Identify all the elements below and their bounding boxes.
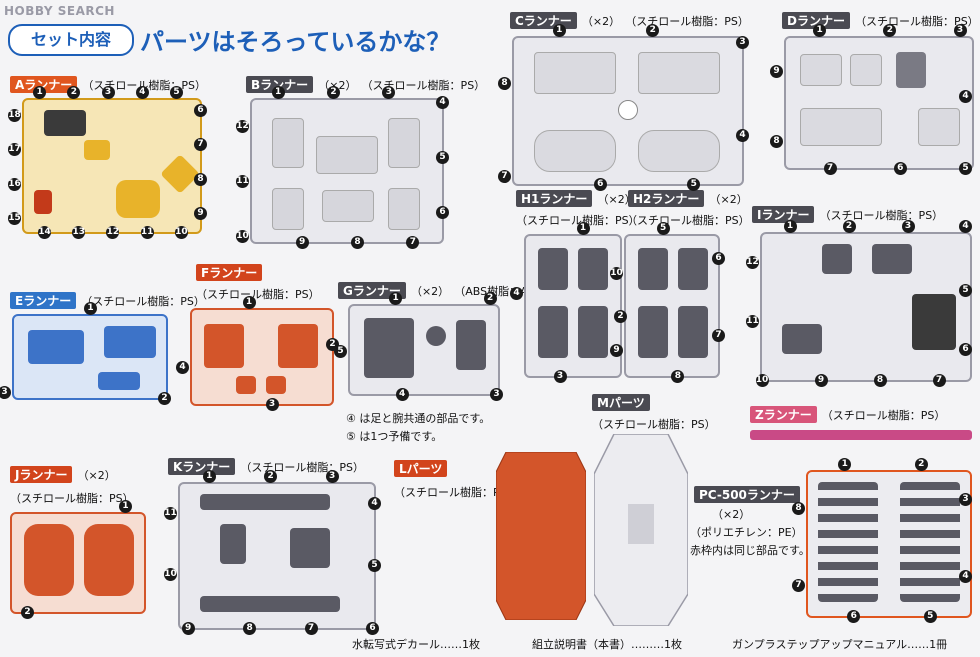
runner-z-material: （スチロール樹脂：PS）	[821, 409, 946, 422]
runner-b	[250, 98, 444, 244]
runner-d-material: （スチロール樹脂：PS）	[855, 15, 979, 28]
runner-j-material: （スチロール樹脂：PS）	[10, 492, 134, 505]
runner-j	[10, 512, 146, 614]
runner-pc-count: （×2）	[712, 508, 751, 521]
part-number-e-3: 3	[0, 386, 11, 399]
runner-h1-name: H1ランナー	[516, 190, 593, 207]
l-part	[495, 451, 587, 621]
m-parts-name: Mパーツ	[592, 394, 650, 411]
runner-c-header: Cランナー （×2） （スチロール樹脂：PS）	[510, 10, 749, 29]
runner-k-header: Kランナー （スチロール樹脂：PS）	[168, 456, 364, 475]
runner-a-material: （スチロール樹脂：PS）	[82, 79, 207, 92]
part-number-b-12: 12	[236, 119, 249, 133]
runner-d-header: Dランナー （スチロール樹脂：PS）	[782, 10, 979, 29]
runner-k-name: Kランナー	[168, 458, 236, 475]
runner-e-name: Eランナー	[10, 292, 77, 309]
runner-h1-material: （スチロール樹脂：PS）	[516, 214, 640, 227]
runner-h1	[524, 234, 622, 378]
runner-c-count: （×2）	[581, 15, 621, 28]
g-note-4: ④ は足と腕共通の部品です。	[346, 412, 491, 425]
runner-f	[190, 308, 334, 406]
l-parts-name: Lパーツ	[394, 460, 448, 477]
runner-e	[12, 314, 168, 400]
runner-i-name: Iランナー	[752, 206, 815, 223]
runner-h2-header: H2ランナー （×2）	[628, 188, 748, 207]
part-number-g-5: 5	[334, 345, 347, 359]
runner-z-name: Zランナー	[750, 406, 817, 423]
runner-d	[784, 36, 974, 170]
runner-pc-note: 赤枠内は同じ部品です。	[690, 544, 810, 557]
runner-i-material: （スチロール樹脂：PS）	[819, 209, 944, 222]
runner-c-name: Cランナー	[510, 12, 577, 29]
l-parts-material: （スチロール樹脂：PS）	[394, 486, 518, 499]
page-title: パーツはそろっているかな？	[140, 28, 451, 56]
runner-c	[512, 36, 744, 186]
m-parts-header: Mパーツ	[592, 392, 650, 411]
runner-pc	[806, 470, 972, 618]
runner-d-name: Dランナー	[782, 12, 850, 29]
runner-b-name: Bランナー	[246, 76, 314, 93]
runner-h2-material: （スチロール樹脂：PS）	[626, 214, 750, 227]
runner-c-material: （スチロール樹脂：PS）	[625, 15, 749, 28]
footer-decal: 水転写式デカール……1枚	[352, 638, 480, 651]
footer-manual: 組立説明書（本書）………1枚	[532, 638, 682, 651]
part-number-b-11: 11	[236, 175, 249, 188]
runner-k-material: （スチロール樹脂：PS）	[240, 461, 365, 474]
part-number-b-10: 10	[236, 230, 249, 244]
runner-z	[750, 430, 972, 440]
runner-g-name: Gランナー	[338, 282, 406, 299]
runner-j-header: Jランナー （×2）	[10, 464, 116, 483]
runner-a-header: Aランナー （スチロール樹脂：PS）	[10, 74, 206, 93]
runner-pc-header: PC-500ランナー	[694, 484, 800, 503]
runner-e-header: Eランナー （スチロール樹脂：PS）	[10, 290, 205, 309]
part-number-k-11: 11	[164, 506, 177, 520]
runner-h2-name: H2ランナー	[628, 190, 705, 207]
set-contents-badge: セット内容	[8, 24, 134, 56]
part-number-d-8: 8	[770, 135, 783, 149]
runner-g-header: Gランナー （×2） （ABS樹脂：ABS）	[338, 280, 553, 299]
runner-z-header: Zランナー （スチロール樹脂：PS）	[750, 404, 945, 423]
runner-a	[22, 98, 202, 234]
runner-f-header: Fランナー	[196, 262, 263, 281]
part-number-pc-8: 8	[792, 502, 805, 516]
runner-i-header: Iランナー （スチロール樹脂：PS）	[752, 204, 943, 223]
runner-h2	[624, 234, 720, 378]
part-number-a-18: 18	[8, 109, 21, 123]
runner-g-count: （×2）	[410, 285, 450, 298]
footer-stepup: ガンプラステップアップマニュアル……1冊	[732, 638, 948, 651]
runner-a-name: Aランナー	[10, 76, 78, 93]
runner-j-name: Jランナー	[10, 466, 73, 483]
part-number-d-9: 9	[770, 65, 783, 79]
runner-j-count: （×2）	[77, 469, 116, 482]
g-note-5: ⑤ は1つ予備です。	[346, 430, 443, 443]
runner-pc-name: PC-500ランナー	[694, 486, 800, 503]
part-number-i-12: 12	[746, 255, 759, 269]
part-number-c-8: 8	[498, 76, 511, 90]
runner-b-material: （スチロール樹脂：PS）	[361, 79, 486, 92]
part-number-i-11: 11	[746, 314, 759, 328]
part-number-pc-7: 7	[792, 578, 805, 592]
part-number-f-4: 4	[176, 360, 189, 374]
runner-pc-material: （ポリエチレン：PE）	[690, 526, 803, 539]
runner-b-count: （×2）	[318, 79, 357, 92]
runner-f-name: Fランナー	[196, 264, 263, 281]
runner-i	[760, 232, 972, 382]
runner-f-material: （スチロール樹脂：PS）	[196, 288, 320, 301]
part-number-c-7: 7	[498, 170, 511, 184]
l-parts-header: Lパーツ	[394, 458, 448, 477]
runner-b-header: Bランナー （×2） （スチロール樹脂：PS）	[246, 74, 485, 93]
part-number-a-16: 16	[8, 177, 21, 191]
part-number-a-15: 15	[8, 211, 21, 225]
watermark: HOBBY SEARCH	[4, 4, 115, 18]
m-parts-material: （スチロール樹脂：PS）	[592, 418, 716, 431]
m-part	[593, 433, 689, 627]
runner-h1-count: （×2）	[597, 193, 636, 206]
runner-k	[178, 482, 376, 630]
runner-h2-count: （×2）	[709, 193, 748, 206]
part-number-a-17: 17	[8, 143, 21, 157]
runner-e-material: （スチロール樹脂：PS）	[81, 295, 205, 308]
runner-g	[348, 304, 500, 396]
part-number-k-10: 10	[164, 568, 177, 582]
runner-h1-header: H1ランナー （×2）	[516, 188, 636, 207]
